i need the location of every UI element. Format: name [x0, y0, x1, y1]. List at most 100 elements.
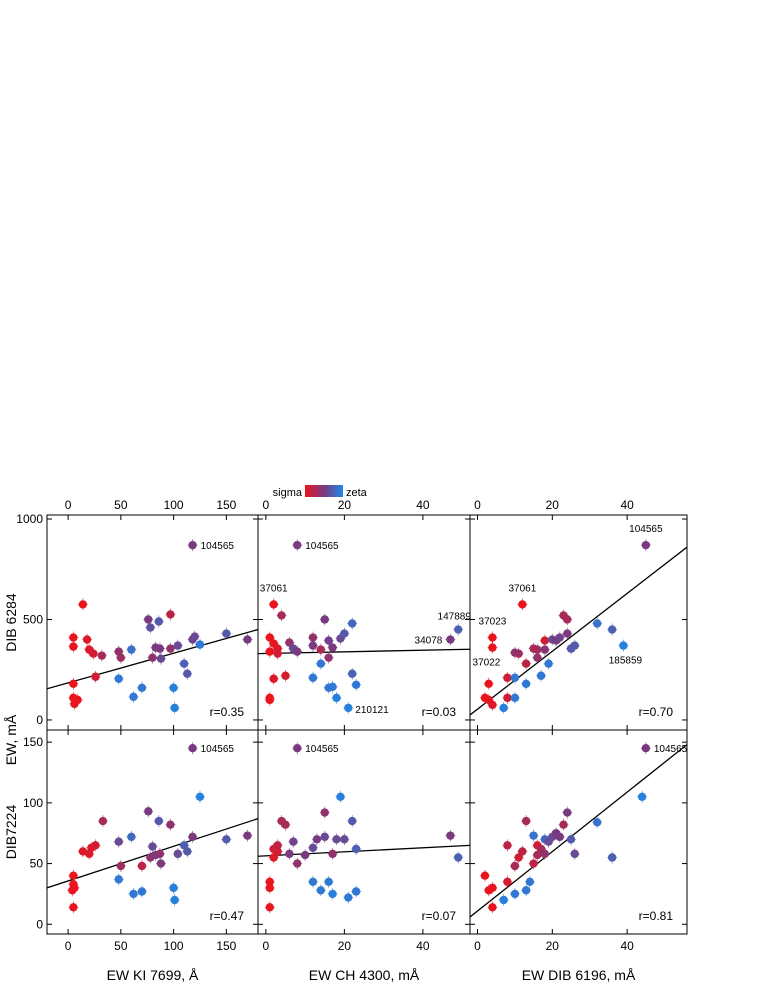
data-point	[484, 679, 493, 688]
point-label: 147889	[438, 612, 472, 623]
data-point	[348, 619, 357, 628]
data-point	[316, 659, 326, 668]
data-points	[67, 742, 253, 914]
y-tick-label: 50	[30, 857, 44, 871]
panel-frame	[257, 729, 471, 935]
data-point	[137, 887, 147, 896]
data-point	[285, 638, 294, 647]
data-point	[324, 636, 333, 645]
data-point	[312, 835, 322, 844]
data-point	[340, 629, 349, 638]
x-tick-label: 40	[620, 939, 634, 953]
data-point	[536, 671, 546, 680]
data-point	[320, 832, 329, 842]
data-point	[593, 619, 602, 628]
data-point	[480, 871, 490, 880]
data-point	[183, 847, 192, 856]
data-point	[188, 540, 197, 550]
data-point	[328, 849, 337, 859]
data-point	[69, 871, 78, 880]
x-axis-label: EW DIB 6196, mÅ	[522, 967, 636, 983]
data-point	[273, 847, 282, 856]
data-point	[533, 645, 542, 654]
data-point	[521, 886, 531, 895]
y-tick-label: 0	[36, 713, 43, 727]
x-tick-label: 40	[620, 498, 634, 512]
x-tick-label: 150	[216, 939, 236, 953]
x-tick-label: 0	[263, 498, 270, 512]
colorbar-gradient	[305, 485, 343, 497]
data-point	[503, 693, 512, 703]
data-point	[144, 615, 153, 624]
data-point	[269, 674, 278, 683]
data-point	[265, 695, 274, 705]
data-point	[156, 654, 166, 663]
data-point	[510, 673, 520, 682]
point-label: 37061	[260, 583, 288, 594]
point-label: 104565	[654, 744, 688, 755]
x-axis-label: EW CH 4300, mÅ	[309, 967, 420, 983]
data-point	[69, 903, 78, 912]
panel-frame	[46, 729, 259, 935]
data-point	[144, 807, 153, 816]
y-tick-label: 150	[23, 735, 43, 749]
data-point	[619, 641, 628, 650]
data-point	[503, 841, 512, 850]
data-point	[69, 642, 78, 651]
data-point	[336, 792, 345, 801]
data-point	[190, 632, 199, 641]
data-point	[563, 808, 572, 817]
x-tick-label: 40	[416, 498, 430, 512]
data-point	[454, 853, 463, 862]
y-axis-common-label: EW, mÅ	[3, 714, 19, 765]
data-point	[540, 849, 550, 859]
data-point	[446, 831, 455, 840]
x-tick-label: 20	[338, 498, 352, 512]
correlation-label: r=0.03	[422, 705, 457, 719]
data-point	[265, 883, 274, 893]
data-point	[637, 792, 647, 801]
y-tick-label: 1000	[16, 512, 43, 526]
x-tick-label: 20	[546, 939, 560, 953]
data-point	[114, 875, 123, 884]
data-point	[351, 680, 361, 689]
data-point	[166, 820, 175, 829]
data-point	[173, 641, 183, 650]
correlation-label: r=0.81	[639, 909, 674, 923]
data-point	[320, 615, 329, 624]
data-point	[563, 629, 572, 638]
data-point	[116, 653, 126, 662]
data-point	[518, 600, 527, 609]
colorbar-left-label: sigma	[273, 487, 303, 499]
data-point	[127, 645, 136, 654]
data-point	[348, 669, 357, 678]
data-point	[293, 744, 302, 753]
data-point	[222, 835, 231, 844]
data-point	[169, 683, 178, 693]
data-points	[479, 539, 651, 714]
data-point	[328, 682, 337, 691]
data-point	[324, 653, 333, 662]
x-tick-label: 100	[164, 939, 184, 953]
data-point	[510, 693, 520, 703]
data-point	[70, 883, 79, 893]
data-point	[499, 703, 508, 713]
correlation-label: r=0.07	[422, 909, 457, 923]
data-point	[269, 853, 278, 862]
data-point	[348, 816, 357, 826]
data-point	[281, 820, 290, 829]
data-point	[91, 672, 100, 681]
y-tick-label: 100	[23, 796, 43, 810]
x-tick-label: 50	[114, 939, 128, 953]
fit-line	[470, 546, 687, 716]
data-point	[499, 895, 508, 905]
data-point	[170, 703, 179, 713]
data-point	[521, 679, 531, 688]
data-point	[166, 644, 175, 653]
point-label: 104565	[201, 744, 235, 755]
x-tick-label: 150	[216, 498, 236, 512]
y-axis-label: DIB7224	[3, 805, 19, 860]
data-point	[316, 886, 326, 895]
